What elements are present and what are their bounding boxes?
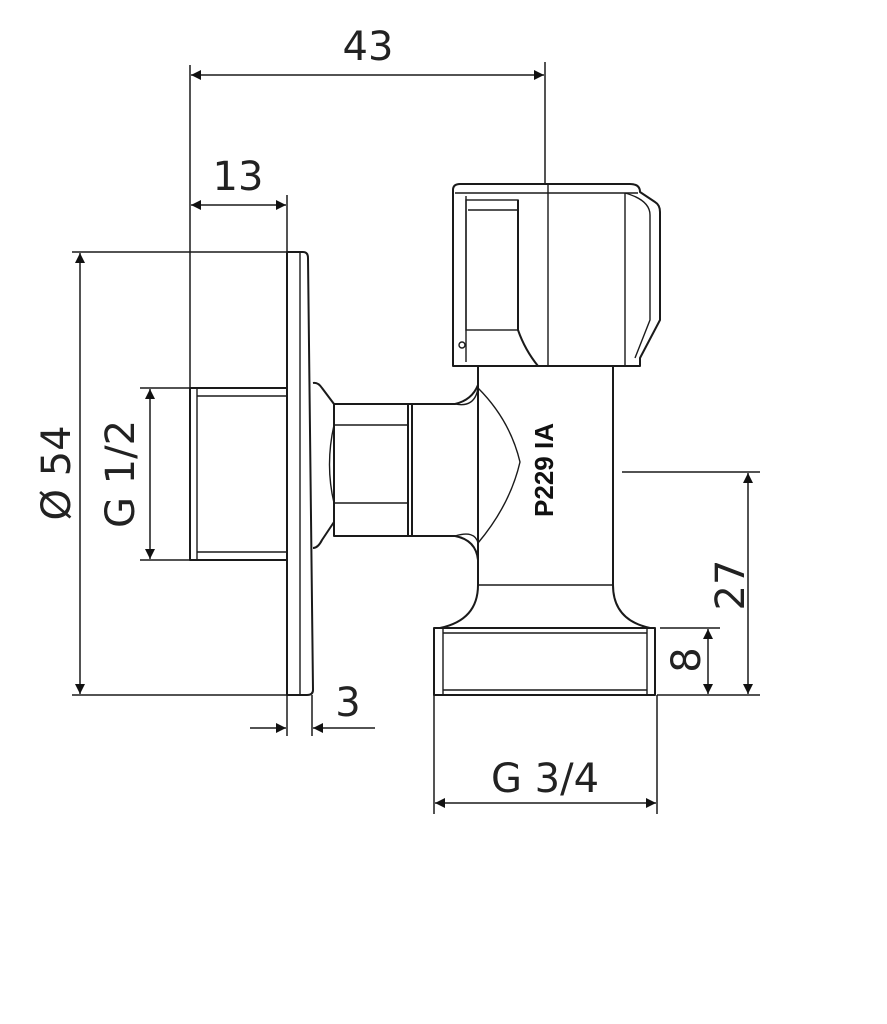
body-marking: P229 IA [529,423,559,517]
svg-text:8: 8 [664,647,710,672]
svg-text:Ø 54: Ø 54 [34,425,80,520]
svg-text:3: 3 [335,680,360,726]
outlet-thread [433,627,656,696]
dimension-outlet-thread-length: 8 [660,627,720,694]
angle-valve: P229 IA [189,183,661,696]
valve-body-junction [412,365,479,585]
dimension-rosette-diameter: Ø 54 [34,251,300,696]
dimension-thread-length: 13 [191,154,288,252]
outlet-collar [439,584,651,629]
wall-rosette [286,251,314,696]
svg-text:27: 27 [708,560,754,611]
inlet-thread [189,387,288,561]
dimension-rosette-thickness: 3 [250,680,375,736]
dimension-inlet-thread: G 1/2 [98,387,190,561]
svg-text:43: 43 [343,24,394,70]
svg-text:G 1/2: G 1/2 [98,420,144,528]
escutcheon [312,381,335,549]
dimension-outlet-thread: G 3/4 [433,695,658,814]
connecting-nut [333,403,413,537]
handle-cap [452,183,661,367]
svg-text:13: 13 [213,154,264,200]
valve-body [477,365,614,585]
svg-text:G 3/4: G 3/4 [491,756,599,802]
dimension-overall-length: 43 [189,24,546,388]
dimension-outlet-height: 27 [622,471,760,696]
